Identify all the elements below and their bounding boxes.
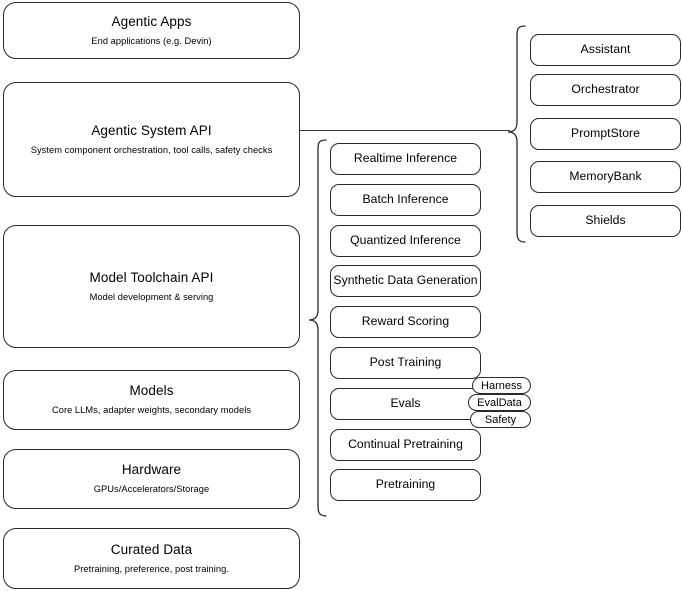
layer-title: Models	[129, 383, 174, 399]
chip-post-training[interactable]: Post Training	[330, 347, 481, 379]
connector-agentic-system-to-components	[300, 130, 510, 131]
chip-reward-scoring[interactable]: Reward Scoring	[330, 306, 481, 338]
chip-label: Continual Pretraining	[348, 437, 463, 452]
pill-evaldata[interactable]: EvalData	[468, 394, 531, 411]
left-curly-brace	[306, 138, 328, 518]
layer-subtitle: GPUs/Accelerators/Storage	[93, 484, 210, 495]
layer-model-toolchain-api[interactable]: Model Toolchain API Model development & …	[3, 225, 300, 348]
layer-agentic-system-api[interactable]: Agentic System API System component orch…	[3, 82, 300, 197]
pill-label: Harness	[481, 379, 522, 392]
chip-memorybank[interactable]: MemoryBank	[530, 161, 681, 193]
chip-label: Post Training	[369, 355, 442, 370]
layer-title: Agentic Apps	[111, 13, 192, 29]
layer-subtitle: End applications (e.g. Devin)	[91, 35, 212, 46]
chip-assistant[interactable]: Assistant	[530, 34, 681, 66]
chip-label: Shields	[585, 213, 626, 228]
chip-label: Reward Scoring	[361, 314, 450, 329]
layer-title: Curated Data	[110, 541, 193, 557]
chip-label: Batch Inference	[362, 192, 449, 207]
layer-subtitle: System component orchestration, tool cal…	[30, 144, 273, 155]
chip-realtime-inference[interactable]: Realtime Inference	[330, 143, 481, 175]
chip-label: Orchestrator	[571, 82, 640, 97]
layer-hardware[interactable]: Hardware GPUs/Accelerators/Storage	[3, 449, 300, 509]
layer-models[interactable]: Models Core LLMs, adapter weights, secon…	[3, 370, 300, 430]
chip-pretraining[interactable]: Pretraining	[330, 469, 481, 501]
chip-synthetic-data-generation[interactable]: Synthetic Data Generation	[330, 265, 481, 297]
layer-subtitle: Core LLMs, adapter weights, secondary mo…	[51, 405, 252, 416]
chip-label: Pretraining	[375, 477, 436, 492]
chip-continual-pretraining[interactable]: Continual Pretraining	[330, 429, 481, 461]
pill-label: EvalData	[477, 396, 522, 409]
chip-label: Realtime Inference	[353, 151, 458, 166]
chip-label: Assistant	[580, 42, 631, 57]
layer-title: Hardware	[121, 462, 182, 478]
chip-orchestrator[interactable]: Orchestrator	[530, 74, 681, 106]
chip-label: PromptStore	[571, 126, 640, 141]
layer-title: Agentic System API	[91, 122, 212, 138]
layer-subtitle: Model development & serving	[89, 291, 214, 302]
pill-safety[interactable]: Safety	[470, 411, 531, 428]
layer-subtitle: Pretraining, preference, post training.	[74, 563, 229, 574]
layer-agentic-apps[interactable]: Agentic Apps End applications (e.g. Devi…	[3, 2, 300, 59]
chip-evals[interactable]: Evals	[330, 388, 481, 420]
pill-harness[interactable]: Harness	[472, 377, 531, 394]
right-curly-brace	[505, 24, 527, 244]
chip-promptstore[interactable]: PromptStore	[530, 118, 681, 150]
layer-title: Model Toolchain API	[89, 269, 214, 285]
chip-label: Synthetic Data Generation	[333, 273, 478, 288]
chip-label: MemoryBank	[569, 169, 642, 184]
chip-shields[interactable]: Shields	[530, 205, 681, 237]
pill-label: Safety	[484, 413, 517, 426]
chip-quantized-inference[interactable]: Quantized Inference	[330, 225, 481, 257]
chip-label: Quantized Inference	[350, 233, 461, 248]
chip-batch-inference[interactable]: Batch Inference	[330, 184, 481, 216]
chip-label: Evals	[390, 396, 421, 411]
layer-curated-data[interactable]: Curated Data Pretraining, preference, po…	[3, 528, 300, 589]
